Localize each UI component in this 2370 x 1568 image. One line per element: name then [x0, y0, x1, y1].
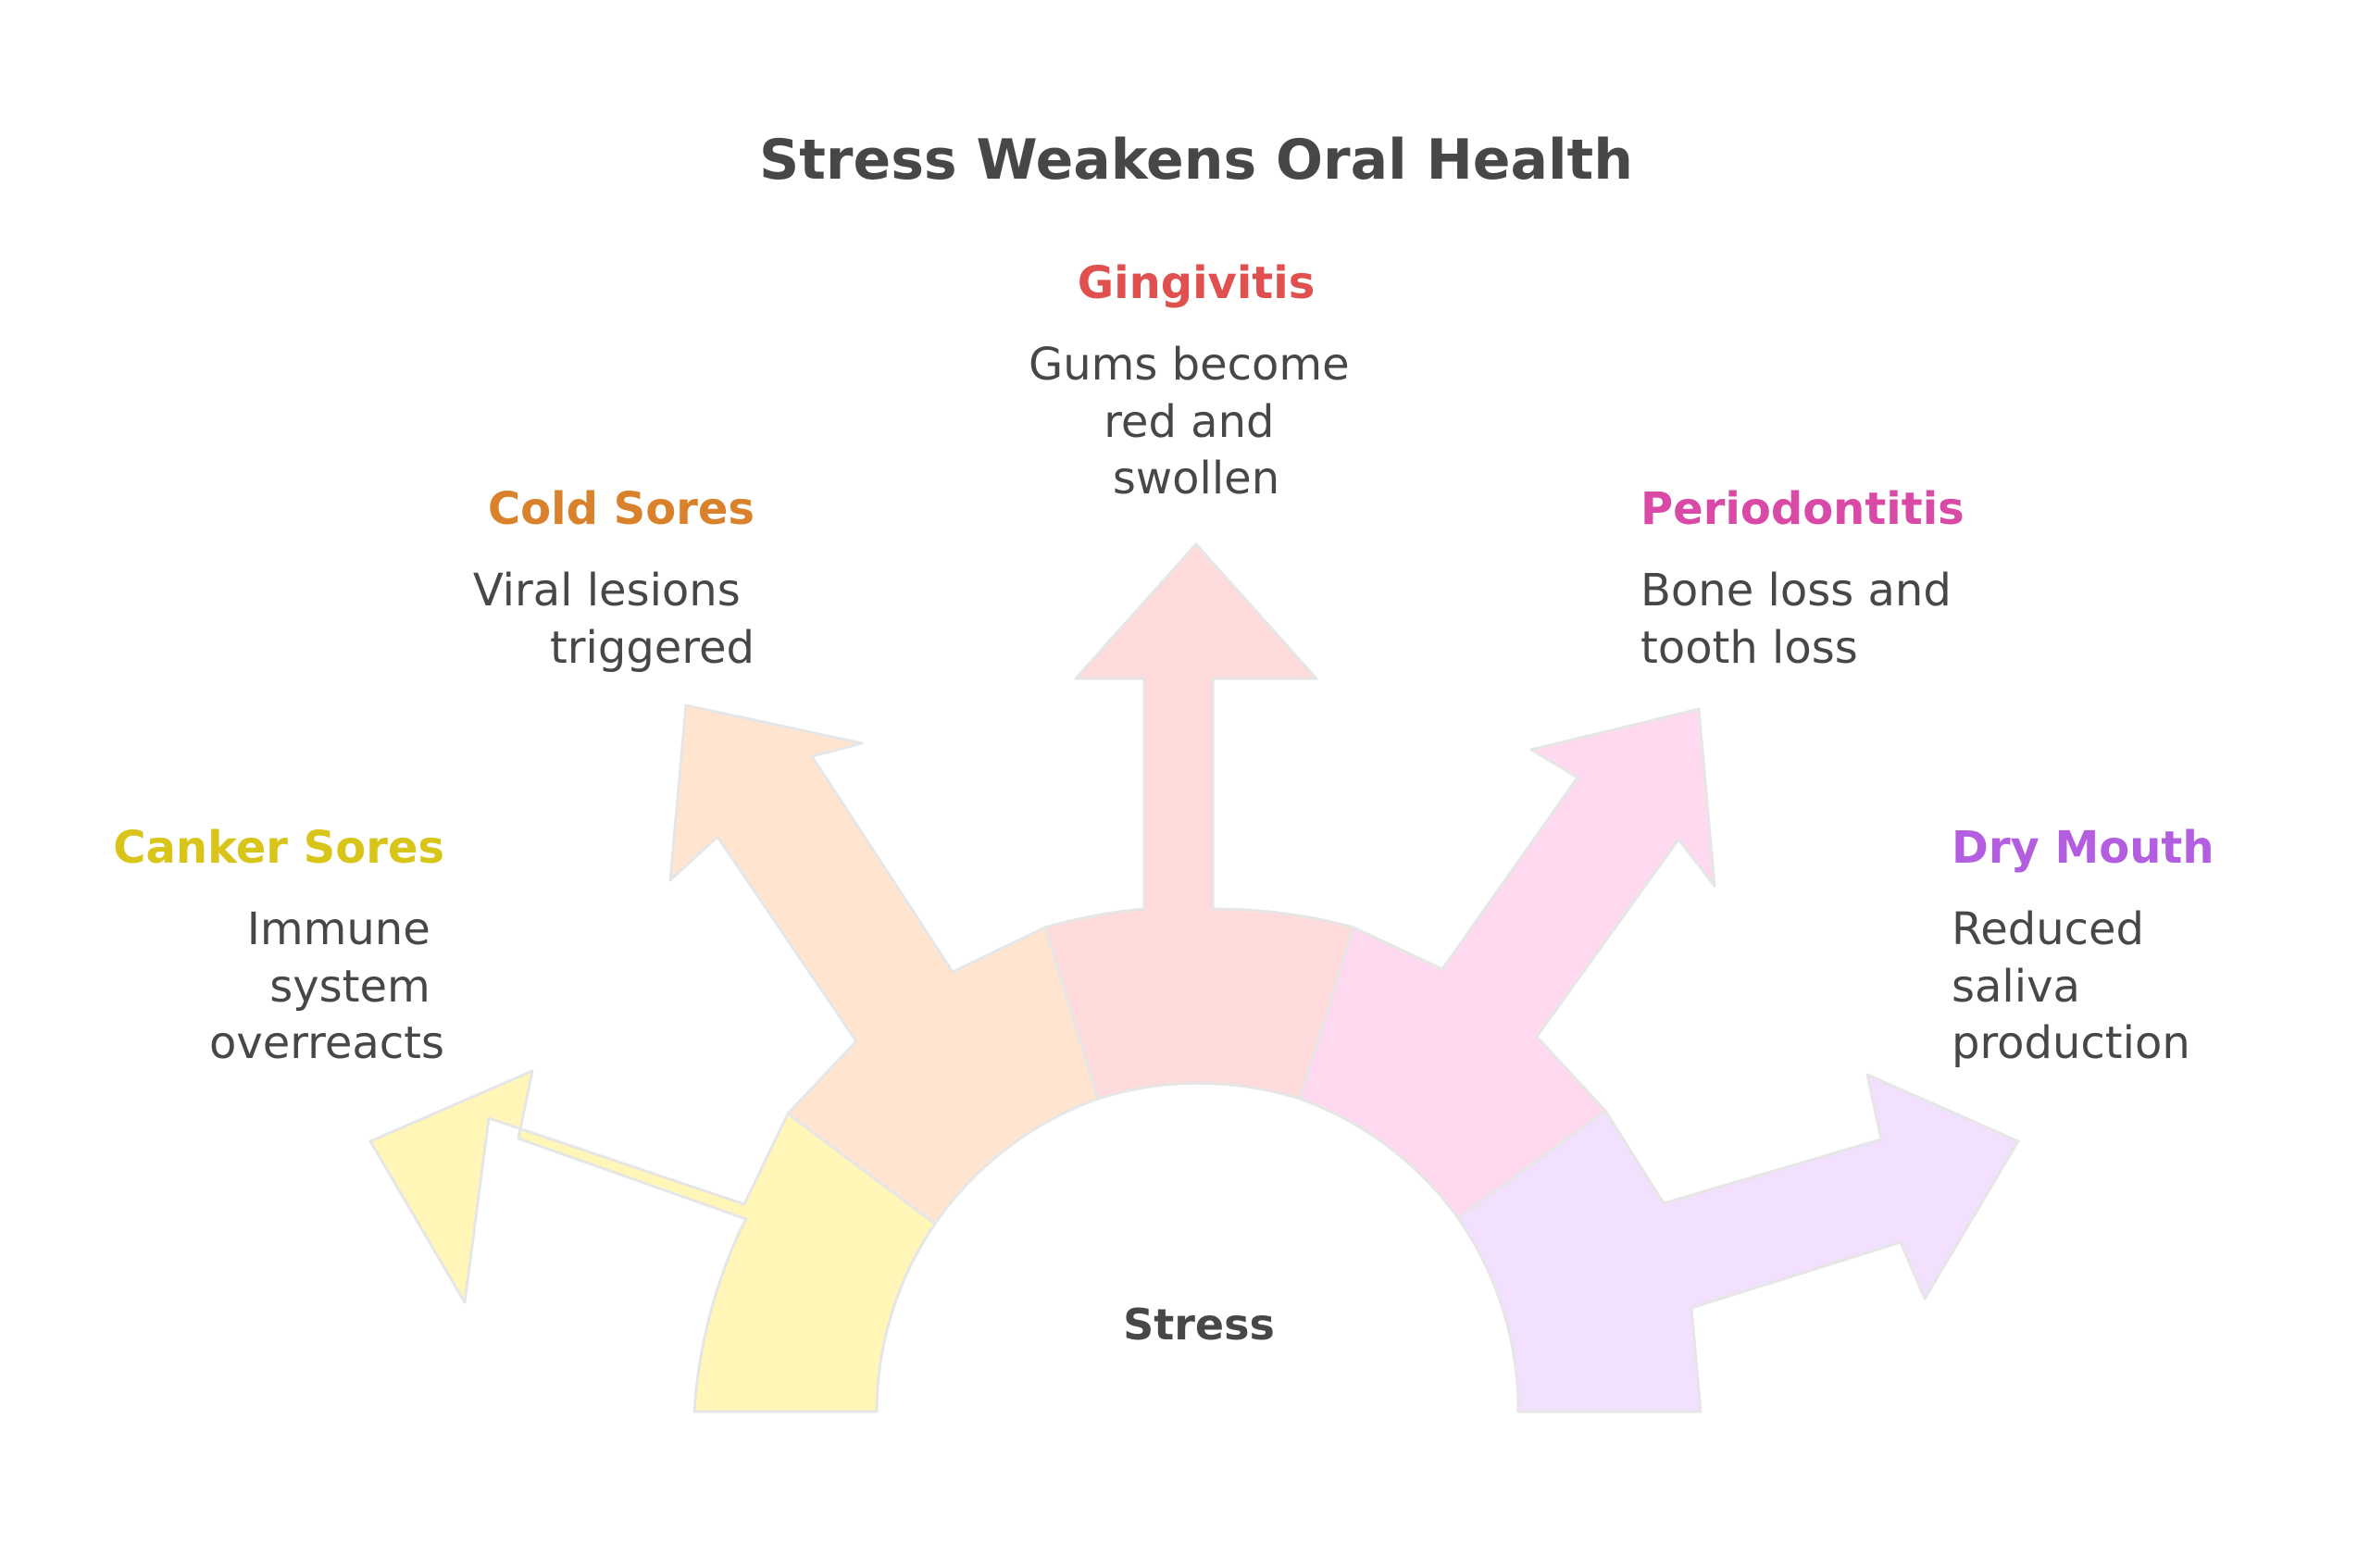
diagram-title: Stress Weakens Oral Health	[759, 128, 1633, 193]
cold-sores-heading: Cold Sores	[488, 483, 755, 535]
dry-mouth-arrow	[1456, 1073, 2020, 1413]
gingivitis-arrow	[1043, 542, 1355, 1101]
gingivitis-description-line: red and	[1104, 396, 1274, 448]
periodontitis-arrow	[1298, 707, 1716, 1220]
gingivitis-heading: Gingivitis	[1078, 257, 1316, 309]
canker-sores-description: Immune system overreacts	[209, 903, 444, 1069]
cold-sores-description: Viral lesions triggered	[473, 565, 755, 674]
gingivitis-description-line: Gums become	[1029, 339, 1350, 391]
gingivitis-description: Gums become red and swollen	[1029, 339, 1364, 504]
cold-sores-description-line: Viral lesions	[473, 565, 741, 616]
canker-sores-description-line: Immune	[247, 903, 430, 955]
dry-mouth-heading: Dry Mouth	[1952, 822, 2214, 874]
canker-sores-heading: Canker Sores	[113, 822, 444, 874]
canker-sores-description-line: system	[269, 961, 430, 1013]
center-stress-label: Stress	[1123, 1300, 1275, 1350]
canker-sores-description-line: overreacts	[209, 1017, 444, 1069]
periodontitis-description: Bone loss and tooth loss	[1640, 565, 1965, 674]
periodontitis-description-line: tooth loss	[1640, 622, 1858, 674]
cold-sores-arrow	[668, 703, 1100, 1226]
dry-mouth-description-line: production	[1952, 1017, 2190, 1069]
cold-sores-description-line: triggered	[550, 622, 755, 674]
dry-mouth-description-line: Reduced	[1952, 903, 2144, 955]
periodontitis-heading: Periodontitis	[1640, 483, 1965, 535]
dry-mouth-description-line: saliva	[1952, 961, 2080, 1013]
canker-sores-arrow	[368, 1069, 937, 1413]
gingivitis-description-line: swollen	[1113, 453, 1279, 504]
periodontitis-description-line: Bone loss and	[1640, 565, 1952, 616]
dry-mouth-description: Reduced saliva production	[1952, 903, 2190, 1069]
